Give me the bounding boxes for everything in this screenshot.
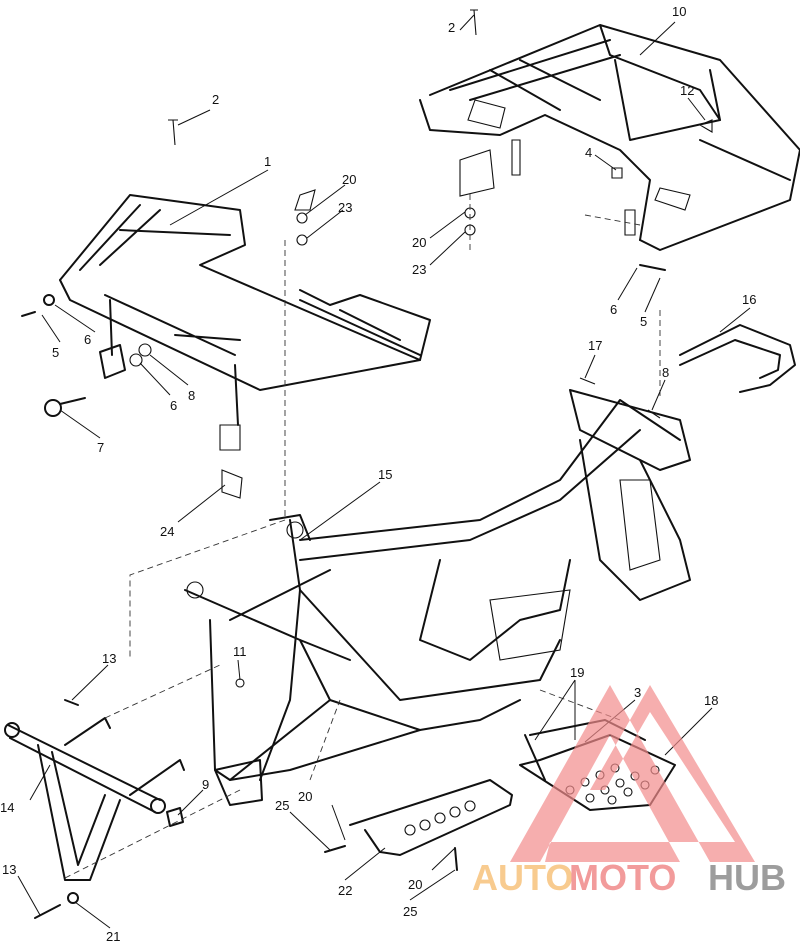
callout: 3 [634,685,641,700]
callout: 4 [585,145,592,160]
front-rack [21,9,478,499]
callout: 5 [640,314,647,329]
callout: 6 [170,398,177,413]
callout: 7 [97,440,104,455]
callout: 24 [160,524,174,539]
callout: 22 [338,883,352,898]
leader-lines [17,14,751,929]
callout: 6 [610,302,617,317]
callout: 15 [378,467,392,482]
watermark-hub: HUB [708,857,786,898]
callout: 8 [662,365,669,380]
callout: 23 [412,262,426,277]
callout: 2 [448,20,455,35]
callout: 14 [0,800,14,815]
alignment-lines [64,190,661,879]
watermark-auto: AUTO [472,857,573,898]
callout: 11 [233,644,247,659]
rear-rack [419,24,800,271]
callout: 1 [264,154,271,169]
callout: 25 [403,904,417,919]
callout: 20 [342,172,356,187]
callout: 13 [2,862,16,877]
callout: 9 [202,777,209,792]
skid-plate [349,779,513,856]
watermark-text: AUTO MOTO HUB [472,857,786,898]
callout: 10 [672,4,686,19]
rear-bumper [679,324,796,393]
watermark-logo [510,685,755,862]
callout: 23 [338,200,352,215]
callout-labels: 2 10 12 4 20 23 6 5 2 1 20 23 5 6 8 6 7 … [0,4,756,941]
callout: 17 [588,338,602,353]
skid-plate-holes [404,800,476,836]
callout: 18 [704,693,718,708]
callout: 20 [298,789,312,804]
callout: 13 [102,651,116,666]
callout: 19 [570,665,584,680]
callout: 20 [408,877,422,892]
callout: 12 [680,83,694,98]
callout: 16 [742,292,756,307]
callout: 20 [412,235,426,250]
callout: 8 [188,388,195,403]
front-bumper [4,699,185,919]
logo-triangle [510,685,755,862]
callout: 2 [212,92,219,107]
callout: 6 [84,332,91,347]
callout: 25 [275,798,289,813]
callout: 21 [106,929,120,941]
main-frame [184,377,691,806]
watermark-moto: MOTO [569,857,676,898]
callout: 5 [52,345,59,360]
